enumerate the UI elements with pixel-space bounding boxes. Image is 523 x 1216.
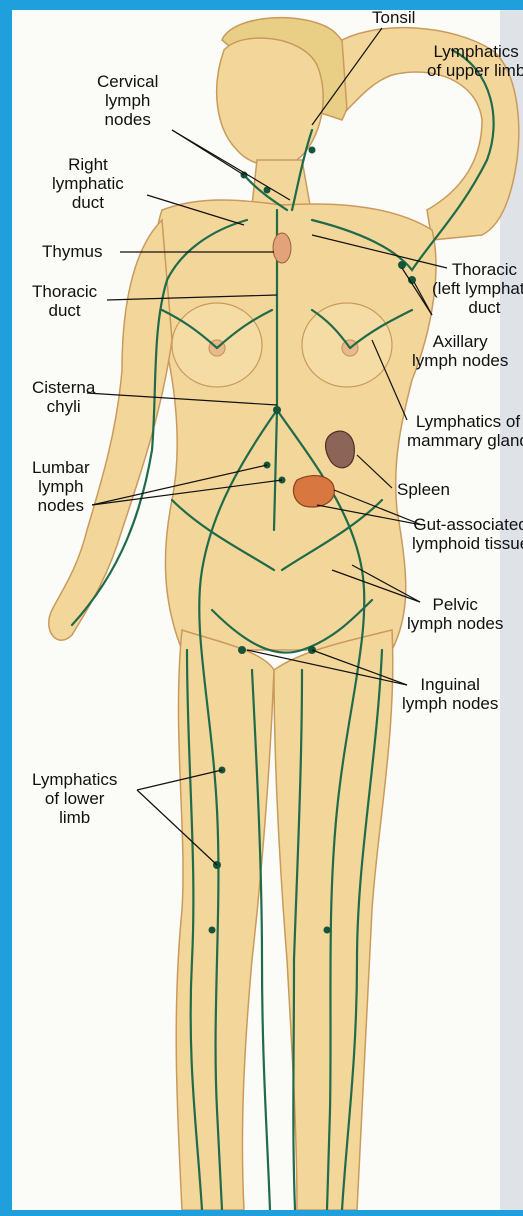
label-cervical-lymph-nodes: Cervical lymph nodes [97,72,158,129]
gut-associated-lymphoid-tissue [293,476,334,507]
label-line: duct [432,298,523,317]
label-line: Lymphatics [427,42,523,61]
label-line: chyli [32,397,95,416]
label-line: lymphatic [52,174,124,193]
label-thoracic-duct-left: Thoracic duct [32,282,97,320]
torso [155,200,436,650]
label-thymus: Thymus [42,242,102,261]
label-line: Lymphatics [32,770,117,789]
label-line: Gut-associated [412,515,523,534]
label-line: lymph nodes [412,351,508,370]
label-line: Pelvic [407,595,503,614]
label-line: mammary gland [407,431,523,450]
label-line: of lower [32,789,117,808]
label-line: Right [52,155,124,174]
label-line: lymph [32,477,90,496]
label-tonsil: Tonsil [372,10,415,27]
label-line: (left lymphatic [432,279,523,298]
label-line: Cervical [97,72,158,91]
label-line: of upper limb [427,61,523,80]
label-line: duct [32,301,97,320]
label-cisterna-chyli: Cisterna chyli [32,378,95,416]
label-line: Axillary [412,332,508,351]
label-gut-associated-lymphoid-tissue: Gut-associated lymphoid tissue [412,515,523,553]
label-axillary-lymph-nodes: Axillary lymph nodes [412,332,508,370]
label-line: Inguinal [402,675,498,694]
label-thoracic-duct-right: Thoracic (left lymphatic duct [432,260,523,317]
label-pelvic-lymph-nodes: Pelvic lymph nodes [407,595,503,633]
label-line: lymph [97,91,158,110]
right-leg [274,630,393,1210]
label-line: lymphoid tissue [412,534,523,553]
label-line: nodes [97,110,158,129]
label-line: Lymphatics of [407,412,523,431]
label-line: Thoracic [432,260,523,279]
label-inguinal-lymph-nodes: Inguinal lymph nodes [402,675,498,713]
label-line: lymph nodes [407,614,503,633]
label-line: Cisterna [32,378,95,397]
label-lumbar-lymph-nodes: Lumbar lymph nodes [32,458,90,515]
label-line: Thoracic [32,282,97,301]
label-spleen: Spleen [397,480,450,499]
label-line: limb [32,808,117,827]
label-line: nodes [32,496,90,515]
label-lymphatics-mammary-gland: Lymphatics of mammary gland [407,412,523,450]
label-lymphatics-lower-limb: Lymphatics of lower limb [32,770,117,827]
thymus [273,233,291,263]
label-line: lymph nodes [402,694,498,713]
left-leg [176,630,274,1210]
diagram-panel: Tonsil Lymphatics of upper limb Cervical… [12,10,523,1210]
label-line: Lumbar [32,458,90,477]
label-lymphatics-upper-limb: Lymphatics of upper limb [427,42,523,80]
label-line: duct [52,193,124,212]
label-right-lymphatic-duct: Right lymphatic duct [52,155,124,212]
